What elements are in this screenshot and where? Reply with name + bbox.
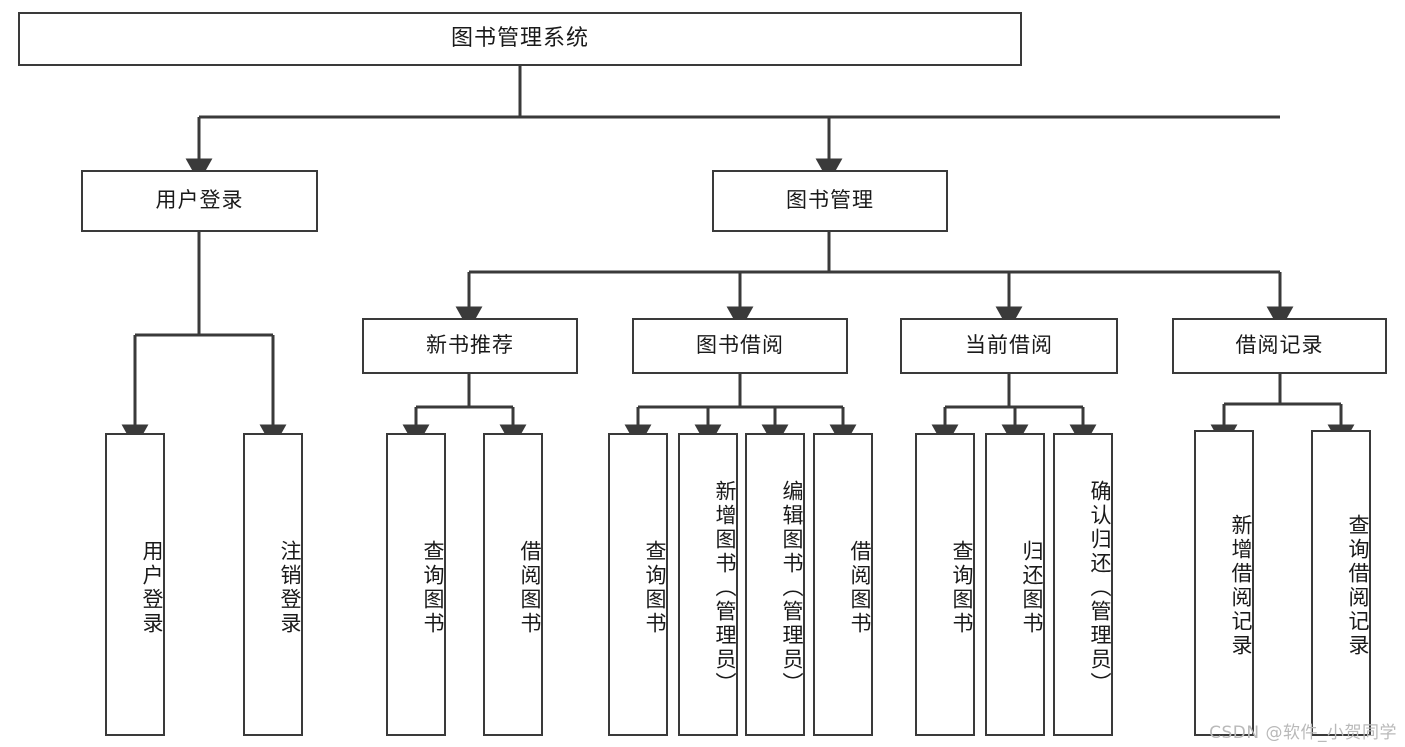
- node-user-login-label: 用户登录: [155, 188, 244, 213]
- node-current-borrow-label: 当前借阅: [965, 333, 1053, 358]
- leaf-add-book[interactable]: 新增图书（管理员）: [678, 433, 738, 736]
- leaf-add-book-label: 新增图书（管理员）: [713, 479, 737, 696]
- leaf-query-book-2-label: 查询图书: [643, 539, 667, 636]
- leaf-return-book-label: 归还图书: [1020, 539, 1044, 636]
- leaf-query-book-3-label: 查询图书: [950, 539, 974, 636]
- leaf-user-login[interactable]: 用户登录: [105, 433, 165, 736]
- leaf-logout-label: 注销登录: [278, 539, 302, 636]
- leaf-query-record[interactable]: 查询借阅记录: [1311, 430, 1371, 736]
- leaf-logout[interactable]: 注销登录: [243, 433, 303, 736]
- node-root[interactable]: 图书管理系统: [18, 12, 1022, 66]
- leaf-edit-book[interactable]: 编辑图书（管理员）: [745, 433, 805, 736]
- leaf-add-record-label: 新增借阅记录: [1229, 514, 1253, 658]
- leaf-query-record-label: 查询借阅记录: [1346, 514, 1370, 658]
- node-book-borrow-label: 图书借阅: [696, 333, 784, 358]
- node-book-borrow[interactable]: 图书借阅: [632, 318, 848, 374]
- leaf-confirm-return-label: 确认归还（管理员）: [1088, 479, 1112, 696]
- leaf-user-login-label: 用户登录: [140, 539, 164, 636]
- leaf-return-book[interactable]: 归还图书: [985, 433, 1045, 736]
- leaf-query-book-1[interactable]: 查询图书: [386, 433, 446, 736]
- node-new-book-recommend-label: 新书推荐: [426, 333, 514, 358]
- leaf-edit-book-label: 编辑图书（管理员）: [780, 479, 804, 696]
- leaf-query-book-2[interactable]: 查询图书: [608, 433, 668, 736]
- node-new-book-recommend[interactable]: 新书推荐: [362, 318, 578, 374]
- csdn-watermark: CSDN @软件_小贺同学: [1209, 723, 1397, 743]
- node-current-borrow[interactable]: 当前借阅: [900, 318, 1118, 374]
- leaf-confirm-return[interactable]: 确认归还（管理员）: [1053, 433, 1113, 736]
- leaf-borrow-book-2[interactable]: 借阅图书: [813, 433, 873, 736]
- node-book-manage-label: 图书管理: [786, 188, 874, 213]
- leaf-borrow-book-2-label: 借阅图书: [848, 539, 872, 636]
- leaf-query-book-1-label: 查询图书: [421, 539, 445, 636]
- leaf-borrow-book-1[interactable]: 借阅图书: [483, 433, 543, 736]
- leaf-query-book-3[interactable]: 查询图书: [915, 433, 975, 736]
- node-borrow-record-label: 借阅记录: [1235, 333, 1324, 358]
- leaf-borrow-book-1-label: 借阅图书: [518, 539, 542, 636]
- node-user-login[interactable]: 用户登录: [81, 170, 318, 232]
- node-borrow-record[interactable]: 借阅记录: [1172, 318, 1387, 374]
- node-root-label: 图书管理系统: [450, 25, 589, 51]
- node-book-manage[interactable]: 图书管理: [712, 170, 948, 232]
- leaf-add-record[interactable]: 新增借阅记录: [1194, 430, 1254, 736]
